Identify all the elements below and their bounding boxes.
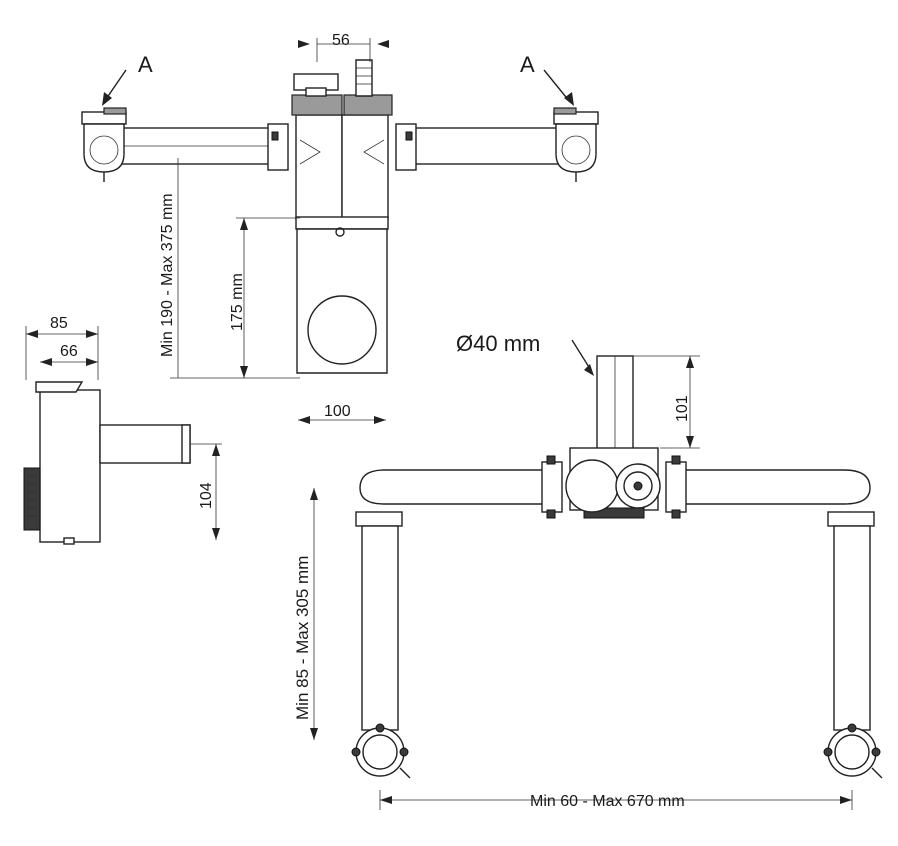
plan-right-arm <box>683 469 871 505</box>
plan-right-leg <box>833 525 871 731</box>
plan-right-bottom-fitting <box>823 723 883 779</box>
front-cap-right <box>343 94 393 116</box>
side-knob <box>23 467 41 531</box>
dim-body-height: 175 mm <box>229 273 246 331</box>
side-view <box>23 381 191 545</box>
plan-left-bottom-fitting <box>351 723 411 779</box>
dim-height-range: Min 190 - Max 375 mm <box>159 193 176 357</box>
front-right-fitting <box>553 107 599 182</box>
dim-side-height: 104 <box>198 482 215 509</box>
dim-body-width: 100 <box>324 403 351 420</box>
plan-left-port <box>565 459 619 513</box>
side-pipe <box>99 424 191 464</box>
front-cap-left <box>291 94 343 116</box>
dim-side-depth-outer: 85 <box>50 315 68 332</box>
front-left-fitting <box>81 107 127 182</box>
dim-top-spacing: 56 <box>332 32 350 49</box>
front-left-riser <box>295 114 343 220</box>
front-view <box>81 38 599 374</box>
front-outlet-circle <box>307 295 377 365</box>
front-right-arm <box>399 127 561 165</box>
plan-left-leg <box>361 525 399 731</box>
dim-drop-range: Min 85 - Max 305 mm <box>293 556 312 720</box>
dim-side-depth-inner: 66 <box>60 343 78 360</box>
dim-outlet-height: 101 <box>674 395 691 422</box>
side-housing <box>39 389 101 543</box>
front-right-riser <box>341 114 389 220</box>
plan-left-arm <box>359 469 545 505</box>
view-marker-left: A <box>138 52 153 77</box>
dim-pipe-diameter: Ø40 mm <box>456 331 540 356</box>
dim-span-range: Min 60 - Max 670 mm <box>530 793 685 810</box>
plan-view <box>351 355 883 779</box>
view-marker-right: A <box>520 52 535 77</box>
